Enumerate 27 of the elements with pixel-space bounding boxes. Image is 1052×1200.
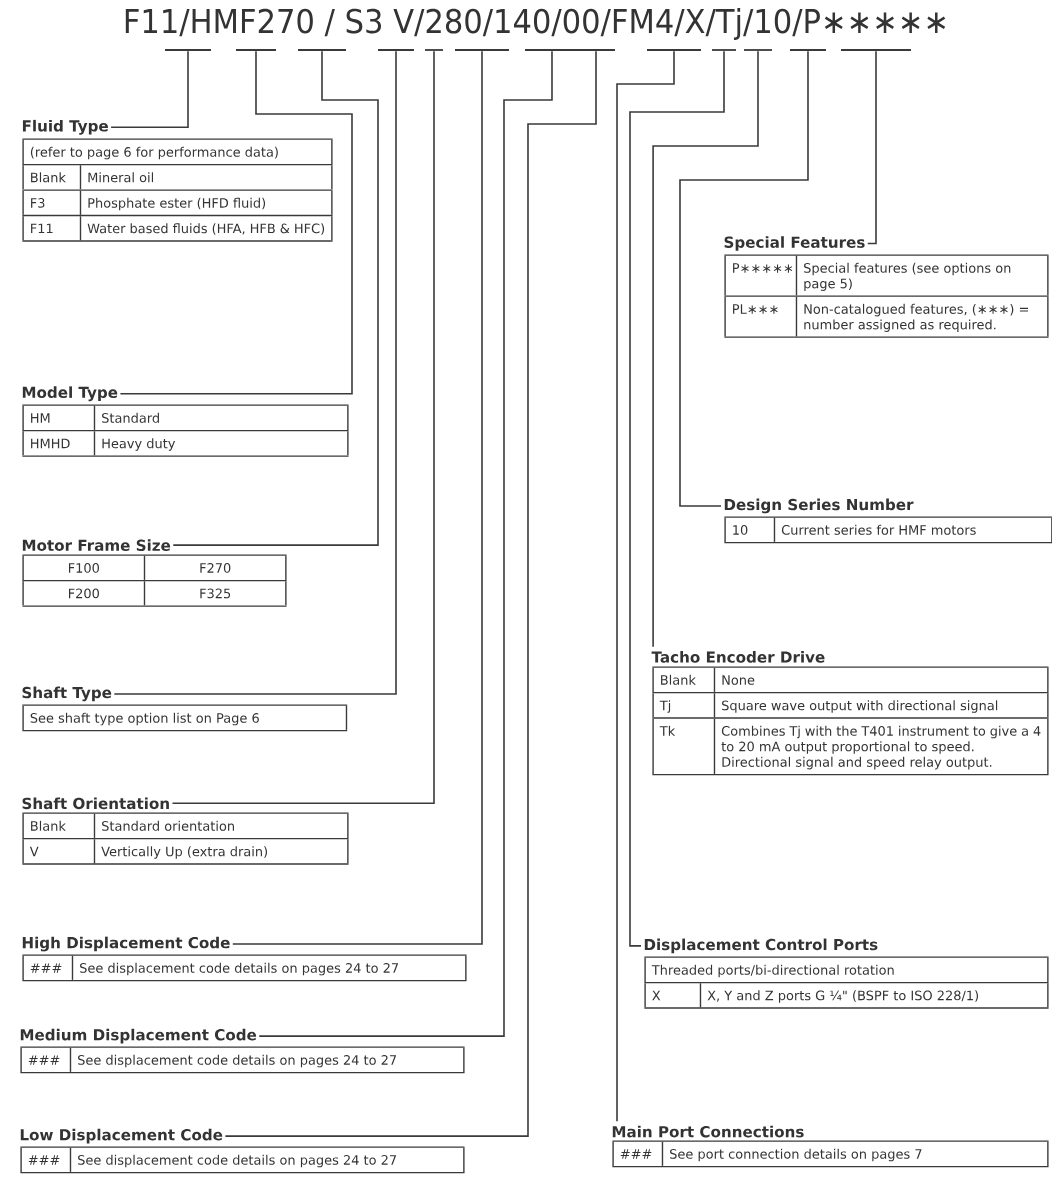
leader-line <box>110 50 189 129</box>
leader-line <box>866 50 877 245</box>
leader-line <box>172 50 379 546</box>
leader-line <box>616 50 675 1123</box>
code-underline <box>298 49 346 51</box>
leader-line <box>171 50 435 805</box>
leader-line <box>232 50 483 945</box>
code-underline <box>744 49 772 51</box>
code-underline <box>165 49 211 51</box>
leader-line <box>258 50 553 1037</box>
code-underline <box>647 49 701 51</box>
model-code: F11/HMF270 / S3 V/280/140/00/FM4/X/Tj/10/P∗∗∗∗∗ <box>125 8 946 40</box>
leader-line <box>113 50 397 695</box>
code-underline <box>378 49 414 51</box>
code-underline <box>841 49 911 51</box>
code-underline <box>425 49 443 51</box>
leader-line <box>679 50 809 507</box>
leader-line <box>119 50 353 395</box>
code-underline <box>790 49 826 51</box>
leader-line <box>224 50 597 1137</box>
leader-line <box>629 50 725 947</box>
code-underline <box>455 49 509 51</box>
code-underline <box>577 49 615 51</box>
code-underline <box>712 49 736 51</box>
code-underline <box>236 49 276 51</box>
code-underline <box>525 49 579 51</box>
leader-line <box>652 50 759 648</box>
